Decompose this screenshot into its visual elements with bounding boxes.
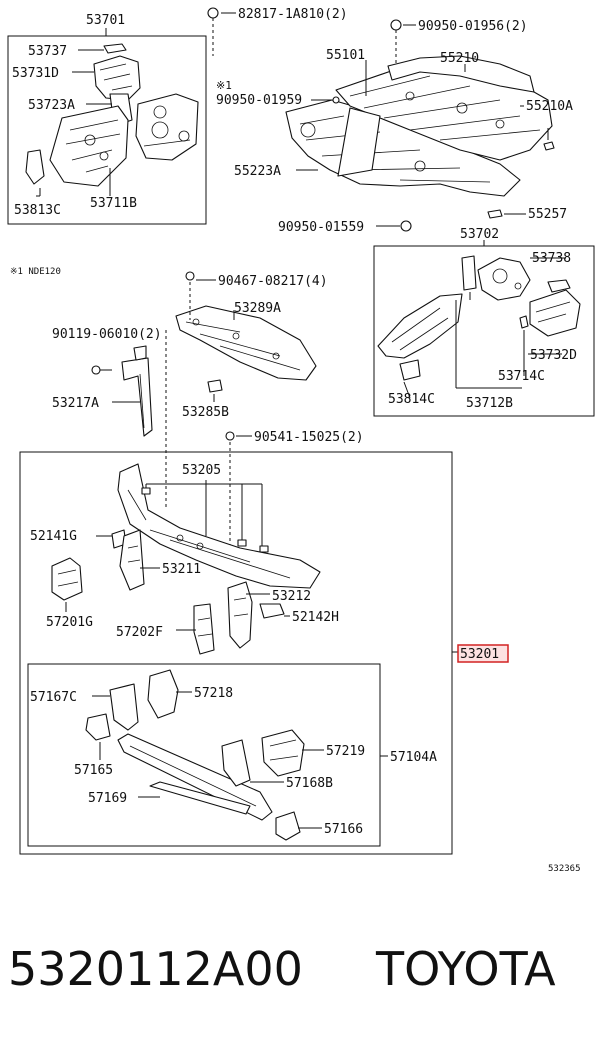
label-53737: 53737 xyxy=(28,44,67,59)
label-53285B: 53285B xyxy=(182,405,229,420)
label-53814C: 53814C xyxy=(388,392,435,407)
part-drawing-53701-group xyxy=(25,43,199,187)
diagram-code: 532365 xyxy=(548,864,581,874)
label-53738: 53738 xyxy=(532,251,571,266)
label-90119-06010: 90119-06010(2) xyxy=(52,327,162,342)
label-53723A: 53723A xyxy=(28,98,75,113)
part-drawing-dash-panels xyxy=(285,55,555,219)
footnote-nde120: ※1 NDE120 xyxy=(10,267,61,277)
label-53217A: 53217A xyxy=(52,396,99,411)
label-53205: 53205 xyxy=(182,463,221,478)
group-box-53201 xyxy=(19,451,453,855)
label-53714C: 53714C xyxy=(498,369,545,384)
label-90950-01559: 90950-01559 xyxy=(278,220,364,235)
label-53813C: 53813C xyxy=(14,203,61,218)
label-90950-01959: 90950-01959 xyxy=(216,93,302,108)
label-55210A: 55210A xyxy=(526,99,573,114)
part-drawing-53217A xyxy=(91,345,153,437)
part-drawing-57104A-group xyxy=(85,669,305,841)
label-53711B: 53711B xyxy=(90,196,137,211)
label-57166: 57166 xyxy=(324,822,363,837)
label-57168B: 57168B xyxy=(286,776,333,791)
caption: 5320112A00 TOYOTA xyxy=(0,930,600,1020)
label-53201: 53201 xyxy=(460,647,499,662)
label-52142H: 52142H xyxy=(292,610,339,625)
label-57104A: 57104A xyxy=(390,750,437,765)
label-53211: 53211 xyxy=(162,562,201,577)
label-90467-08217: 90467-08217(4) xyxy=(218,274,328,289)
part-drawing-53702-group xyxy=(377,255,581,381)
part-drawing-left-brackets xyxy=(51,529,145,601)
part-drawing-right-brackets xyxy=(193,581,285,655)
part-labels: 53701 53737 53731D 53723A 53813C 53711B … xyxy=(10,7,581,874)
label-57165: 57165 xyxy=(74,763,113,778)
label-57169: 57169 xyxy=(88,791,127,806)
bolt-icon-90541 xyxy=(225,431,235,441)
label-53732D: 53732D xyxy=(530,348,577,363)
label-57202F: 57202F xyxy=(116,625,163,640)
fastener-icons-top xyxy=(207,7,412,232)
label-53731D: 53731D xyxy=(12,66,59,81)
brand-name: TOYOTA xyxy=(376,942,556,996)
highlight-box-53201 xyxy=(457,644,509,663)
label-53712B: 53712B xyxy=(466,396,513,411)
label-52141G: 52141G xyxy=(30,529,77,544)
label-55101: 55101 xyxy=(326,48,365,63)
label-53289A: 53289A xyxy=(234,301,281,316)
part-drawing-53205 xyxy=(117,463,321,589)
label-55210: 55210 xyxy=(440,51,479,66)
note-mark: ※1 xyxy=(216,79,232,92)
label-82817-1A810: 82817-1A810(2) xyxy=(238,7,348,22)
label-90541-15025: 90541-15025(2) xyxy=(254,430,364,445)
label-57219: 57219 xyxy=(326,744,365,759)
label-55223A: 55223A xyxy=(234,164,281,179)
group-box-53701 xyxy=(7,35,207,225)
label-55257: 55257 xyxy=(528,207,567,222)
label-57218: 57218 xyxy=(194,686,233,701)
part-number: 5320112A00 xyxy=(8,942,303,996)
label-53212: 53212 xyxy=(272,589,311,604)
group-box-57104A xyxy=(27,663,381,847)
label-90950-01956: 90950-01956(2) xyxy=(418,19,528,34)
label-57167C: 57167C xyxy=(30,690,77,705)
label-57201G: 57201G xyxy=(46,615,93,630)
label-53702: 53702 xyxy=(460,227,499,242)
label-53701: 53701 xyxy=(86,13,125,28)
part-drawing-53289A xyxy=(175,271,317,393)
